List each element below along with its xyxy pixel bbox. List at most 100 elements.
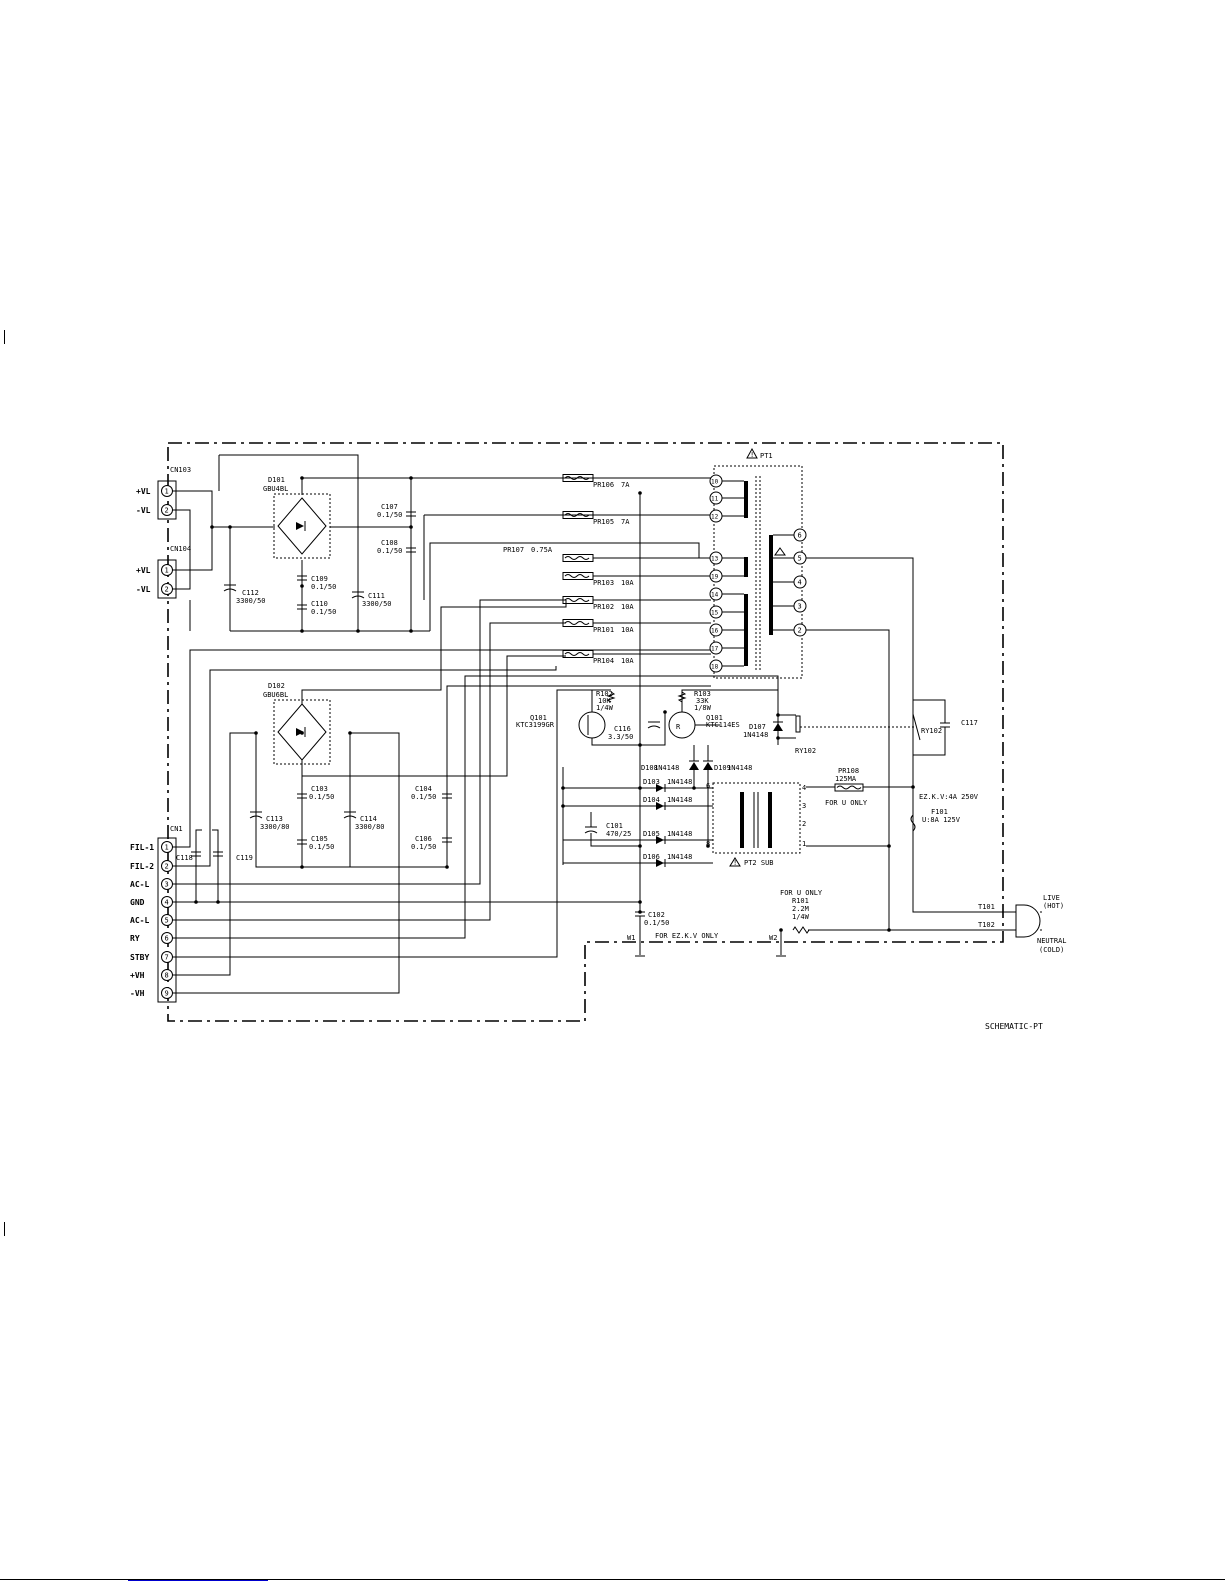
bridge-d101: D101 GBU4BL	[263, 476, 331, 559]
junction-dots	[194, 476, 915, 932]
svg-text:3: 3	[802, 802, 806, 810]
pin-label: -VL	[136, 506, 151, 515]
capacitor-c117: C118	[176, 851, 201, 862]
cn1-pins: 1FIL-12FIL-23AC-L4GND5AC-L6RY7STBY8+VH9-…	[130, 841, 173, 999]
svg-text:T101: T101	[978, 903, 995, 911]
capacitor-c102: C102 0.1/50 W1 FOR EZ.K.V ONLY	[627, 911, 719, 957]
svg-text:8: 8	[706, 840, 710, 848]
fuse-resistor-value: 10A	[621, 626, 634, 634]
svg-text:NEUTRAL: NEUTRAL	[1037, 937, 1067, 945]
fuse-resistor-pr106: PR106 7A	[562, 474, 711, 489]
pin-number: 1	[165, 567, 169, 575]
margin-mark-bottom	[4, 1222, 5, 1236]
cn1-pin-label: STBY	[130, 953, 149, 962]
svg-text:0.1/50: 0.1/50	[411, 843, 436, 851]
warning-icon: !	[750, 451, 754, 459]
diode-ref: D106	[643, 853, 660, 861]
footer-link-underline[interactable]	[128, 1580, 268, 1581]
transformer-pt2: ! PT2 SUB 6 8 4 3 2 1	[706, 782, 806, 867]
fuse-resistor-value: 7A	[621, 481, 630, 489]
pin-number: 2	[165, 507, 169, 515]
transformer-ref: PT1	[760, 452, 773, 460]
transistor-q101-a: Q101 KTC3199GR	[516, 689, 666, 746]
svg-text:33K: 33K	[696, 697, 709, 705]
pin-number: 16	[711, 628, 719, 635]
margin-mark-top	[4, 330, 5, 344]
svg-text:C113: C113	[266, 815, 283, 823]
resistor-r102: R102 10K 1/4W	[596, 690, 616, 712]
capacitor-c106: C106 0.1/50	[411, 835, 452, 851]
diode-part: 1N4148	[667, 830, 692, 838]
svg-text:C104: C104	[415, 785, 432, 793]
note-u-only: FOR U ONLY	[780, 889, 823, 897]
svg-text:0.1/50: 0.1/50	[309, 843, 334, 851]
cn1-pin	[161, 878, 173, 890]
diode-d107: D107 1N4148	[743, 715, 783, 745]
footer-rule	[0, 1579, 1225, 1580]
primary-wiring	[639, 493, 1016, 938]
capacitor-c105: C105 0.1/50	[297, 835, 334, 851]
svg-text:0.1/50: 0.1/50	[311, 608, 336, 616]
fuse-resistor-pr108: PR108 125MA FOR U ONLY	[825, 767, 868, 807]
capacitor-c114: C114 3300/80	[343, 811, 385, 831]
svg-text:125MA: 125MA	[835, 775, 857, 783]
fuse-resistor-ref: PR101	[593, 626, 614, 634]
pin-number: 15	[711, 610, 719, 617]
cn1-pin-number: 3	[165, 881, 169, 889]
pin-number: 2	[798, 627, 802, 635]
fuse-resistor-ref: PR106	[593, 481, 614, 489]
relay-ref: RY102	[795, 747, 816, 755]
pin-number: 10	[711, 479, 719, 486]
svg-text:C102: C102	[648, 911, 665, 919]
pin-number: 12	[711, 514, 719, 521]
diode-part: 1N4148	[667, 853, 692, 861]
capacitor-c101: C101 470/25	[584, 812, 640, 847]
transistor-q101-b: R Q101 KTC114ES	[668, 689, 778, 739]
svg-text:0.1/50: 0.1/50	[411, 793, 436, 801]
pin-number: 13	[711, 556, 719, 563]
wire-ref: W2	[769, 934, 777, 942]
svg-text:C119: C119	[236, 854, 253, 862]
svg-text:(HOT): (HOT)	[1043, 902, 1064, 910]
cn1-pin-label: AC-L	[130, 880, 149, 889]
capacitor-c107: C107 0.1/50	[377, 503, 416, 519]
cn1-pin-label: +VH	[130, 971, 145, 980]
pin-number: 2	[165, 586, 169, 594]
svg-text:C110: C110	[311, 600, 328, 608]
svg-text:C108: C108	[381, 539, 398, 547]
note-ezkv-only: FOR EZ.K.V ONLY	[655, 932, 719, 940]
cn1-pin-label: FIL-2	[130, 862, 154, 871]
fuse-resistor-value: 10A	[621, 579, 634, 587]
svg-text:1N4148: 1N4148	[743, 731, 768, 739]
cn1-pin-label: -VH	[130, 989, 145, 998]
diode-part: 1N4148	[667, 778, 692, 786]
cn1-pin-label: FIL-1	[130, 843, 154, 852]
fuse-f101: EZ.K.V:4A 250V F101 U:8A 125V	[910, 793, 979, 832]
svg-text:2.2M: 2.2M	[792, 905, 809, 913]
svg-text:Q101: Q101	[706, 714, 723, 722]
cn1-pin-label: GND	[130, 898, 145, 907]
diode-ref: D103	[643, 778, 660, 786]
svg-text:1/8W: 1/8W	[694, 704, 712, 712]
connector-cn103: CN103 1 2 +VL -VL	[136, 466, 191, 520]
svg-text:F101: F101	[931, 808, 948, 816]
diode-part: 1N4148	[667, 796, 692, 804]
transformer-pt1: ! PT1	[713, 447, 803, 679]
pin-number: 5	[798, 555, 802, 563]
svg-text:1: 1	[802, 840, 806, 848]
svg-text:6: 6	[706, 782, 710, 790]
resistor-r103: R103 33K 1/8W	[677, 690, 712, 712]
warning-icon: !	[733, 859, 737, 867]
cn1-pin	[161, 896, 173, 908]
svg-text:1/4W: 1/4W	[596, 704, 614, 712]
svg-text:0.1/50: 0.1/50	[377, 511, 402, 519]
connector-ref: CN103	[170, 466, 191, 474]
svg-text:EZ.K.V:4A 250V: EZ.K.V:4A 250V	[919, 793, 979, 801]
pin-number: 3	[798, 603, 802, 611]
pin-number: 11	[711, 496, 719, 503]
fuse-resistor-pr101: PR101 10A	[562, 619, 711, 634]
cn1-wiring	[173, 599, 779, 994]
